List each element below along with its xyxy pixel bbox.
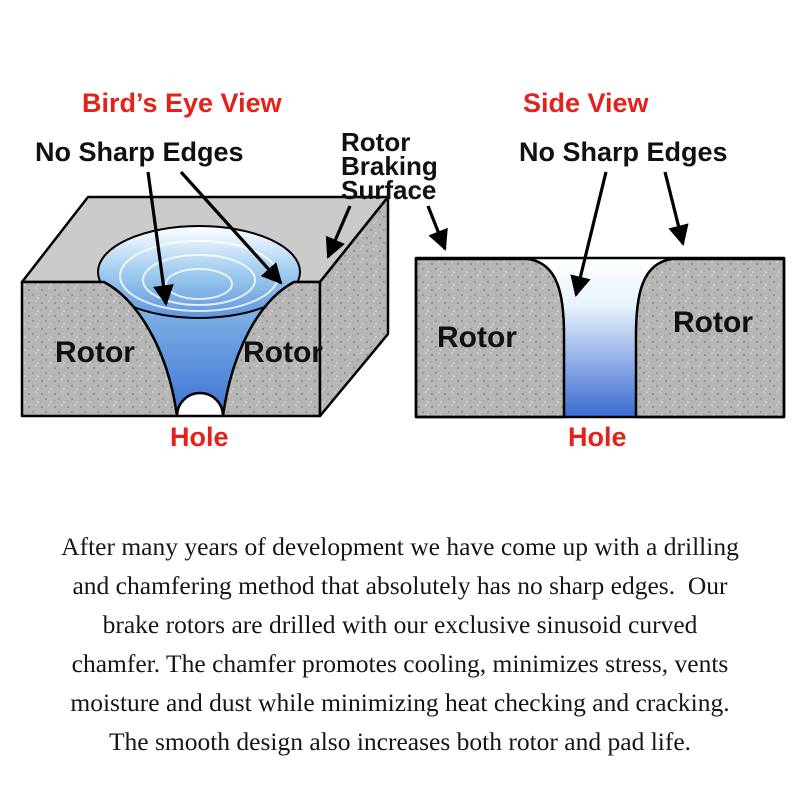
- rotor-label-birdseye-right: Rotor: [243, 336, 323, 369]
- rotor-label-side-right: Rotor: [673, 306, 753, 339]
- braking-surface-line-3: Surface: [341, 175, 437, 205]
- birdseye-chamfer-channel: [104, 282, 294, 416]
- birdseye-hole-notch: [175, 391, 225, 418]
- sideview-right-block: [634, 257, 786, 419]
- side-view-title: Side View: [523, 88, 649, 118]
- arrow-no-sharp-right-2: [663, 171, 689, 247]
- sideview-left-block: [414, 257, 566, 419]
- description-paragraph: After many years of development we have …: [0, 527, 800, 761]
- arrow-no-sharp-left-2: [179, 170, 283, 285]
- birds-eye-view-title: Bird’s Eye View: [82, 88, 282, 118]
- paragraph-line: After many years of development we have …: [61, 532, 739, 561]
- paragraph-line: brake rotors are drilled with our exclus…: [102, 610, 698, 639]
- paragraph-line: The smooth design also increases both ro…: [108, 727, 692, 756]
- braking-surface-line-2: Braking: [341, 151, 438, 181]
- arrow-braking-surface-right: [426, 205, 448, 251]
- arrow-no-sharp-right-1: [570, 171, 608, 298]
- hole-label-left: Hole: [170, 422, 229, 452]
- rotor-label-birdseye-left: Rotor: [55, 336, 135, 369]
- hole-label-right: Hole: [568, 422, 627, 452]
- rotor-braking-surface-label: Rotor Braking Surface: [341, 127, 438, 205]
- birdseye-right-side-face: [318, 195, 390, 418]
- annotation-arrows: [146, 170, 689, 307]
- rotor-diagram: [20, 170, 786, 419]
- braking-surface-line-1: Rotor: [341, 127, 411, 157]
- no-sharp-edges-label-left: No Sharp Edges: [35, 137, 244, 167]
- rotor-label-side-left: Rotor: [437, 321, 517, 354]
- paragraph-line: moisture and dust while minimizing heat …: [70, 688, 730, 717]
- arrow-no-sharp-left-1: [146, 171, 174, 307]
- no-sharp-edges-label-right: No Sharp Edges: [519, 137, 728, 167]
- paragraph-line: and chamfering method that absolutely ha…: [72, 571, 728, 600]
- paragraph-line: chamfer. The chamfer promotes cooling, m…: [71, 649, 729, 678]
- arrow-braking-surface-left: [325, 205, 352, 259]
- sideview-outline: [414, 256, 786, 419]
